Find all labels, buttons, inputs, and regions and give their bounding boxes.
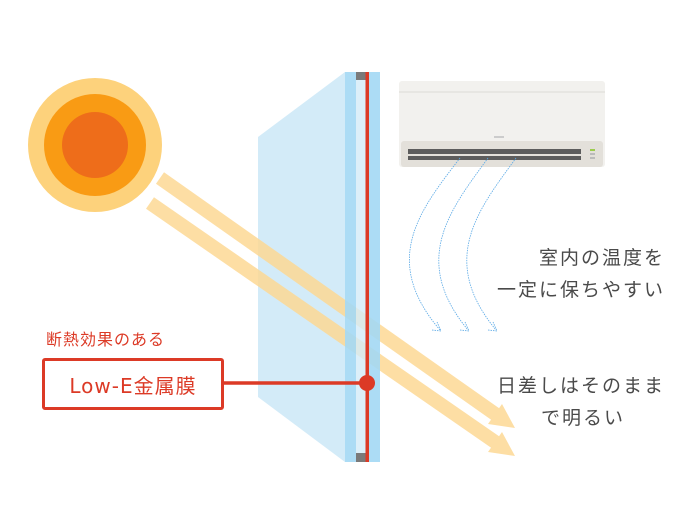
air-conditioner xyxy=(399,81,605,167)
film-caption: 断熱効果のある xyxy=(46,330,166,349)
glass-front-pane xyxy=(258,72,345,462)
glass-window xyxy=(345,72,380,462)
callout-dot xyxy=(359,375,375,391)
film-name: Low-E金属膜 xyxy=(69,373,197,398)
sun-text-line2: で明るい xyxy=(540,407,625,429)
ac-text-line1: 室内の温度を xyxy=(538,247,665,269)
low-e-film-line xyxy=(365,72,369,462)
sunlight-beams xyxy=(146,172,515,456)
sun xyxy=(28,78,162,212)
film-label-box: Low-E金属膜 xyxy=(42,358,224,410)
ac-text-line2: 一定に保ちやすい xyxy=(496,279,665,301)
sun-text-line1: 日差しはそのまま xyxy=(496,375,665,397)
airflow-arrows xyxy=(409,157,517,332)
